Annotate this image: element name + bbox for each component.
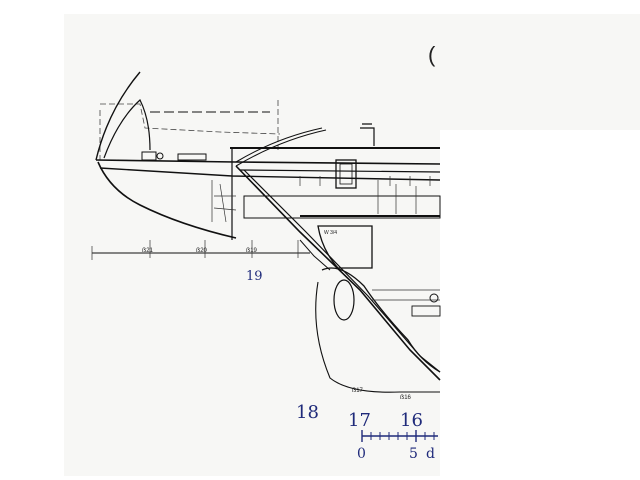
handwritten-19: 19 bbox=[246, 269, 263, 284]
scale-five: 5 bbox=[409, 446, 418, 462]
bow-pulpit bbox=[95, 71, 327, 167]
handwritten-17: 17 bbox=[348, 410, 371, 431]
stem-structure bbox=[235, 165, 441, 381]
handwritten-16: 16 bbox=[400, 410, 423, 431]
tag-label: W 3/4 bbox=[324, 230, 337, 236]
deck-fittings bbox=[141, 123, 431, 189]
station-label-16: ẞ16 bbox=[400, 395, 412, 401]
handwritten-18: 18 bbox=[296, 402, 319, 423]
paper-cut bbox=[440, 130, 640, 476]
interior-structure bbox=[211, 180, 441, 223]
scale-bar bbox=[361, 430, 438, 442]
corner-mark: ( bbox=[428, 42, 436, 67]
scale-unit: d bbox=[426, 446, 435, 462]
bow-hull bbox=[95, 147, 441, 240]
station-label-21: ẞ21 bbox=[142, 248, 154, 254]
station-label-20: ẞ20 bbox=[196, 248, 208, 254]
scale-zero: 0 bbox=[357, 446, 366, 462]
baseline-group bbox=[91, 240, 310, 260]
station-label-17: ẞ17 bbox=[352, 388, 364, 394]
station-label-19: ẞ19 bbox=[246, 248, 258, 254]
keel-profile bbox=[315, 225, 441, 393]
